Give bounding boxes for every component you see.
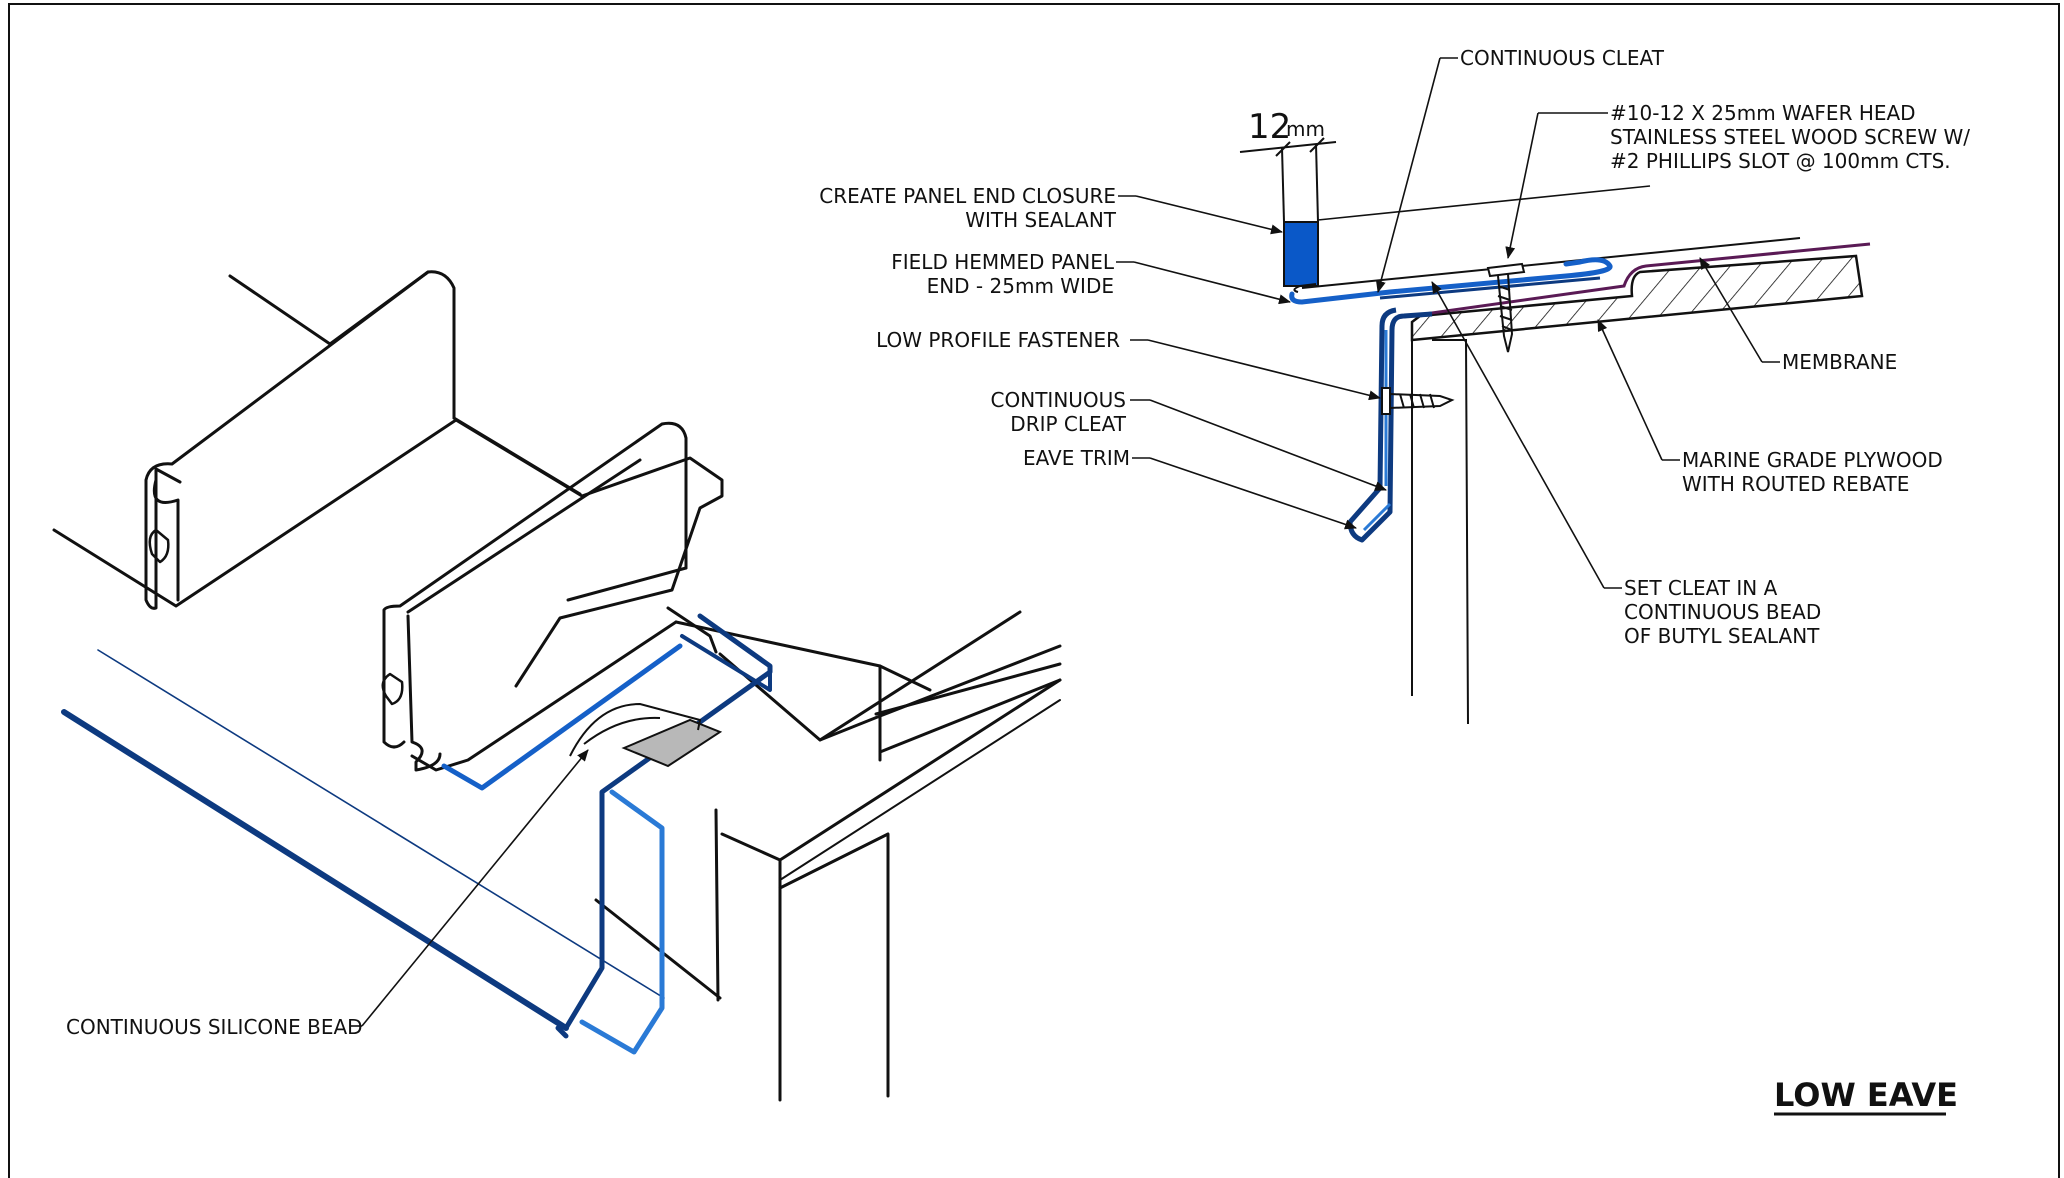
- label-field-hemmed-2: END - 25mm WIDE: [927, 274, 1114, 298]
- dimension-12mm: [1239, 137, 1337, 223]
- section-view: 12 mm: [1116, 57, 1871, 725]
- label-continuous-silicone-bead: CONTINUOUS SILICONE BEAD: [66, 1015, 363, 1039]
- isometric-eave-trim: [61, 613, 773, 1055]
- drawing-border: [8, 3, 2060, 1178]
- panel-seam-left: [152, 270, 456, 602]
- wafer-head-screw: [1486, 262, 1526, 353]
- isometric-view: [52, 270, 1062, 1102]
- sealant-block: [1283, 221, 1319, 287]
- plywood-substrate: [1410, 254, 1864, 342]
- continuous-cleat: [1379, 276, 1601, 300]
- label-screw-line-3: #2 PHILLIPS SLOT @ 100mm CTS.: [1610, 149, 1951, 173]
- label-drip-cleat-2: DRIP CLEAT: [1010, 412, 1126, 436]
- eave-trim-front-edge: [61, 709, 569, 1031]
- label-panel-end-closure-2: WITH SEALANT: [965, 208, 1117, 232]
- silicone-leader: [350, 749, 589, 1027]
- dimension-value: 12: [1248, 107, 1291, 147]
- section-leaders: [1116, 57, 1780, 589]
- label-continuous-cleat: CONTINUOUS CLEAT: [1460, 46, 1665, 70]
- drawing-title: LOW EAVE: [1774, 1076, 1958, 1114]
- dimension-unit: mm: [1286, 117, 1325, 141]
- label-screw-line-1: #10-12 X 25mm WAFER HEAD: [1610, 101, 1916, 125]
- label-butyl-1: SET CLEAT IN A: [1624, 576, 1778, 600]
- label-drip-cleat-1: CONTINUOUS: [991, 388, 1126, 412]
- wall-line: [1432, 339, 1469, 725]
- label-butyl-3: OF BUTYL SEALANT: [1624, 624, 1820, 648]
- label-low-profile-fastener: LOW PROFILE FASTENER: [876, 328, 1120, 352]
- low-profile-fastener: [1381, 387, 1455, 415]
- label-membrane: MEMBRANE: [1782, 350, 1897, 374]
- label-eave-trim: EAVE TRIM: [1023, 446, 1130, 470]
- membrane-line: [1395, 242, 1871, 320]
- label-butyl-2: CONTINUOUS BEAD: [1624, 600, 1821, 624]
- label-screw-line-2: STAINLESS STEEL WOOD SCREW W/: [1610, 125, 1970, 149]
- drip-cleat: [1347, 307, 1433, 543]
- label-field-hemmed-1: FIELD HEMMED PANEL: [891, 250, 1115, 274]
- label-panel-end-closure-1: CREATE PANEL END CLOSURE: [819, 184, 1116, 208]
- hemmed-panel: [1289, 257, 1613, 305]
- label-plywood-2: WITH ROUTED REBATE: [1682, 472, 1909, 496]
- silicone-bead: [569, 702, 723, 768]
- label-plywood-1: MARINE GRADE PLYWOOD: [1682, 448, 1943, 472]
